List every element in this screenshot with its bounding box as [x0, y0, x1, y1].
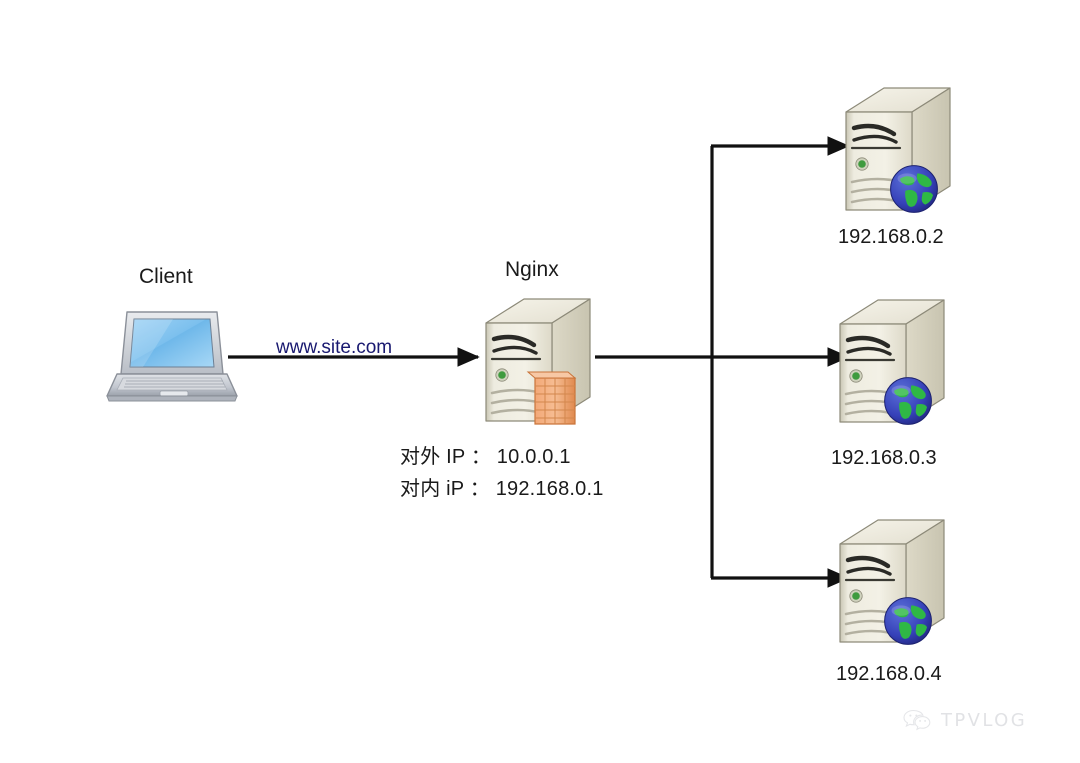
watermark-text: TPVLOG — [941, 709, 1028, 731]
connection-lines — [228, 136, 850, 588]
backend-server-icon-2 — [840, 300, 944, 425]
nginx-external-ip-label: 对外 IP ： 10.0.0.1 — [400, 446, 571, 468]
laptop-icon — [106, 311, 238, 402]
firewall-brick-icon — [526, 371, 577, 425]
wechat-icon — [903, 709, 931, 731]
nginx-label: Nginx — [505, 258, 559, 281]
backend-server-icon-3 — [840, 520, 944, 645]
nginx-internal-ip-label: 对内 iP ： 192.168.0.1 — [400, 478, 604, 500]
backend-server-label-1: 192.168.0.2 — [838, 226, 944, 248]
client-label: Client — [139, 265, 193, 288]
link-url-label: www.site.com — [276, 337, 393, 358]
backend-server-label-2: 192.168.0.3 — [831, 447, 937, 469]
backend-server-label-3: 192.168.0.4 — [836, 663, 942, 685]
globe-icon — [890, 165, 938, 213]
backend-server-icon-1 — [846, 88, 950, 213]
globe-icon — [884, 597, 932, 645]
nginx-server-icon — [486, 299, 590, 425]
watermark: TPVLOG — [903, 709, 1027, 731]
globe-icon — [884, 377, 932, 425]
